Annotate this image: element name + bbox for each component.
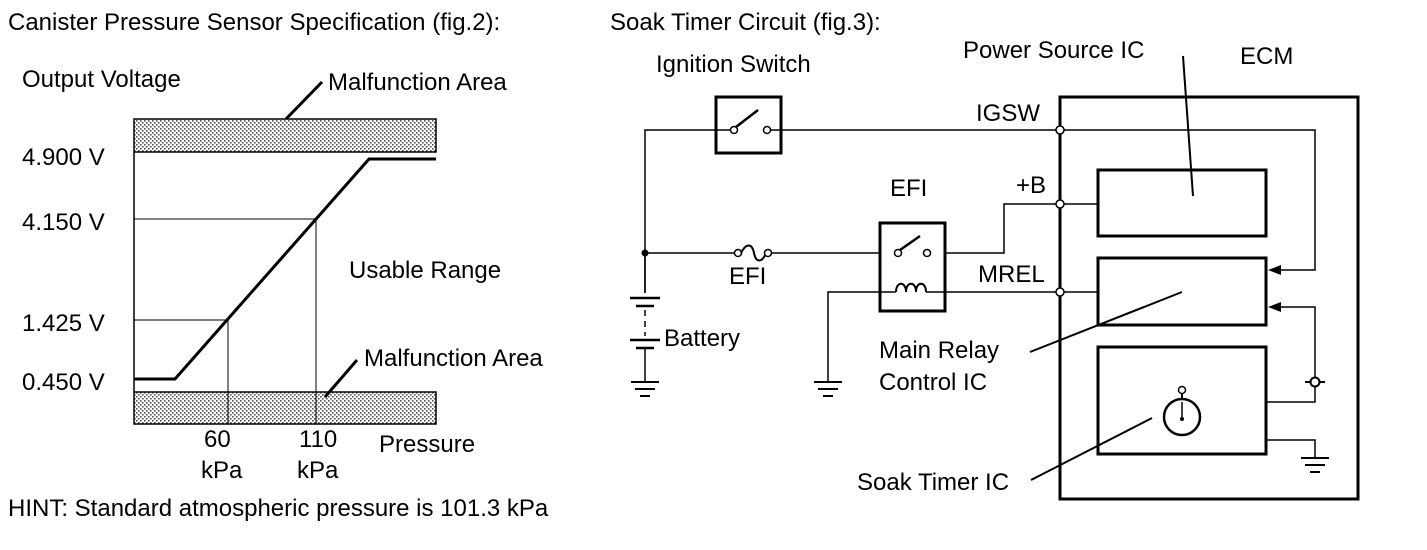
efi-relay-label: EFI — [890, 175, 927, 202]
x-tick-60: 60 — [204, 426, 231, 453]
ignition-switch-contact-left — [729, 125, 739, 135]
igsw-terminal — [1055, 125, 1065, 135]
fig3-title: Soak Timer Circuit (fig.3): — [610, 9, 881, 36]
soak-timer-leader — [1030, 417, 1153, 481]
sensor-characteristic-line — [134, 157, 436, 381]
lower-malfunction-label: Malfunction Area — [364, 345, 543, 372]
efi-fuse-symbol — [740, 244, 767, 262]
ignition-switch-label: Ignition Switch — [656, 51, 811, 78]
wire-plus-b — [945, 203, 1098, 254]
ecm-label: ECM — [1240, 43, 1293, 70]
x-axis-label: Pressure — [379, 431, 475, 458]
soak-timer-label: Soak Timer IC — [857, 469, 1009, 496]
y-tick-0450: 0.450 V — [22, 369, 105, 396]
lower-malfunction-area — [133, 391, 437, 425]
internal-terminal-icon — [1305, 376, 1325, 388]
y-axis-label: Output Voltage — [22, 66, 181, 93]
y-tick-1425: 1.425 V — [22, 310, 105, 337]
power-source-ic-box — [1096, 168, 1268, 238]
ignition-switch-blade — [735, 109, 759, 128]
battery-label: Battery — [664, 325, 740, 352]
plus-b-terminal — [1055, 199, 1065, 209]
igsw-arrowhead — [1268, 265, 1281, 275]
ignition-switch-contact-right — [762, 125, 772, 135]
y-tick-4150: 4.150 V — [22, 209, 105, 236]
x-tick-110: 110 — [299, 426, 337, 453]
main-relay-leader — [1029, 291, 1183, 353]
efi-fuse-terminal-left — [733, 248, 743, 258]
efi-relay-blade — [899, 234, 921, 252]
stopwatch-icon — [1162, 385, 1202, 437]
efi-relay-coil — [895, 282, 927, 293]
ecm-box — [1058, 95, 1360, 501]
efi-fuse-terminal-right — [763, 248, 773, 258]
efi-relay-contact-right — [922, 248, 932, 258]
fig2-title: Canister Pressure Sensor Specification (… — [8, 9, 500, 36]
main-relay-label-line2: Control IC — [879, 369, 987, 396]
efi-fuse-label: EFI — [729, 263, 766, 290]
power-source-leader — [1182, 55, 1194, 197]
plus-b-label: +B — [1016, 172, 1046, 199]
power-source-ic-label: Power Source IC — [963, 37, 1144, 64]
x-tick-110-unit: kPa — [297, 457, 339, 484]
battery-ground-icon — [631, 381, 659, 397]
efi-relay-contact-left — [893, 248, 903, 258]
soak-arrowhead — [1268, 302, 1281, 312]
lower-malfunction-leader — [323, 359, 359, 398]
mrel-label: MREL — [978, 261, 1045, 288]
battery-icon — [630, 296, 660, 382]
upper-malfunction-label: Malfunction Area — [328, 69, 507, 96]
main-relay-label-line1: Main Relay — [879, 337, 999, 364]
hint-text: HINT: Standard atmospheric pressure is 1… — [8, 495, 549, 522]
wire-coil-ground — [827, 291, 880, 382]
wire-soak-to-main-relay — [1266, 306, 1316, 403]
ecm-ground-icon — [1301, 457, 1329, 473]
wire-ignition-left — [644, 129, 730, 293]
igsw-label: IGSW — [976, 100, 1040, 127]
soak-timer-ic-box — [1096, 345, 1268, 456]
y-tick-4900: 4.900 V — [22, 144, 105, 171]
efi-relay-box — [878, 221, 947, 313]
upper-malfunction-leader — [284, 80, 324, 121]
upper-malfunction-area — [133, 118, 437, 153]
x-tick-60-unit: kPa — [201, 457, 243, 484]
usable-range-label: Usable Range — [349, 257, 501, 284]
wire-soak-ground — [1266, 439, 1316, 458]
mrel-terminal — [1055, 287, 1065, 297]
ignition-switch-box — [714, 95, 783, 155]
relay-coil-ground-icon — [814, 381, 842, 397]
